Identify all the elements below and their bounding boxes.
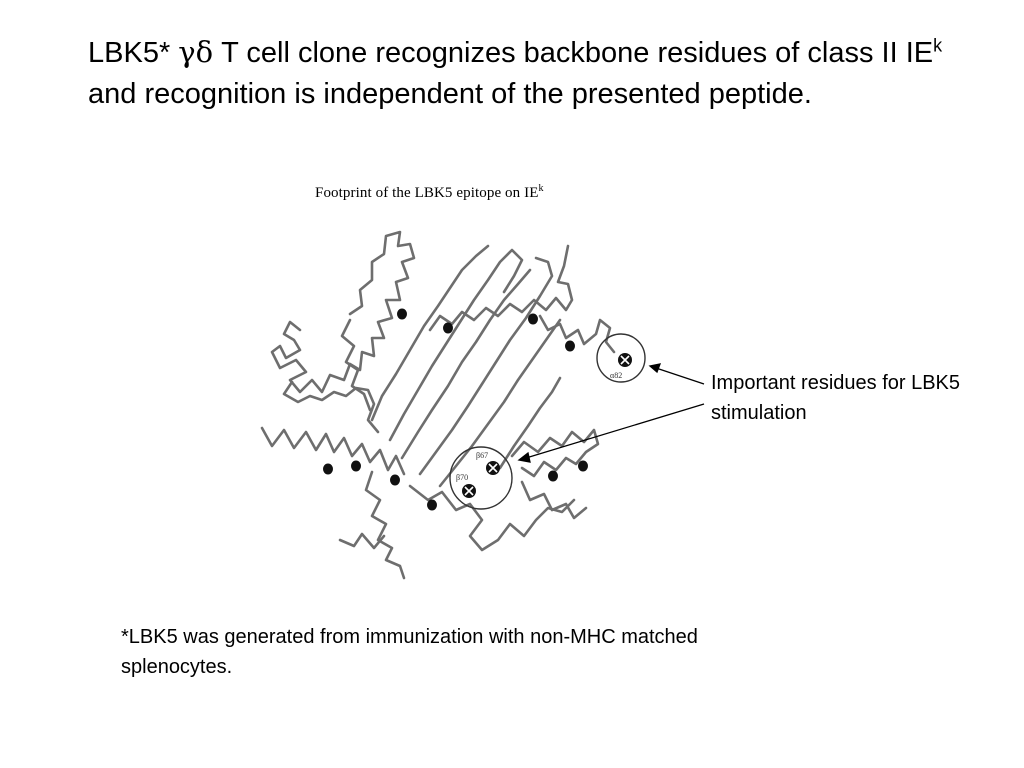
alpha82-label: α82 bbox=[610, 371, 622, 380]
residue-dot bbox=[548, 470, 558, 482]
callout-arrows bbox=[517, 363, 705, 463]
figure-caption-superscript: k bbox=[538, 183, 544, 194]
title-greek-gamma-delta: γδ bbox=[178, 35, 214, 69]
beta70-x-mark bbox=[464, 486, 474, 496]
backbone-bottom-right bbox=[520, 480, 588, 520]
residue-dots bbox=[323, 308, 588, 511]
footnote: *LBK5 was generated from immunization wi… bbox=[121, 626, 698, 678]
backbone-strand-2 bbox=[388, 248, 524, 442]
title-part-1: LBK5* bbox=[88, 37, 179, 69]
backbone-helix-right-end bbox=[538, 314, 616, 354]
backbone-helix-lower-left-2 bbox=[364, 470, 406, 580]
alpha82-x-mark bbox=[620, 355, 630, 365]
beta70-label: β70 bbox=[456, 473, 468, 482]
backbone-strand-3 bbox=[400, 268, 532, 460]
residue-dot bbox=[351, 460, 361, 472]
title-superscript: k bbox=[933, 35, 943, 56]
backbone-strand-5 bbox=[438, 318, 562, 488]
residue-dot bbox=[578, 460, 588, 472]
residue-dot bbox=[390, 474, 400, 486]
backbone-helix-right-top bbox=[428, 244, 574, 332]
beta67-x-mark bbox=[488, 463, 498, 473]
backbone-bottom-loop bbox=[338, 532, 386, 550]
slide-title: LBK5* γδ T cell clone recognizes backbon… bbox=[88, 32, 968, 115]
callout-important-residues: Important residues for LBK5 stimulation bbox=[711, 372, 961, 424]
beta67-label: β67 bbox=[476, 451, 488, 460]
backbone-strand-6 bbox=[498, 376, 562, 470]
arrow-to-alpha82 bbox=[655, 367, 705, 385]
backbone-helix-left-lower bbox=[282, 380, 380, 434]
residue-dot bbox=[427, 499, 437, 511]
backbone-helix-left-top bbox=[270, 230, 416, 394]
title-part-3: and recognition is independent of the pr… bbox=[88, 78, 812, 110]
residue-dot bbox=[397, 308, 407, 320]
backbone-helix-lower-left bbox=[260, 426, 406, 476]
arrow-head-beta bbox=[517, 451, 531, 463]
alpha82-highlight: α82 bbox=[596, 333, 646, 383]
arrow-head-alpha82 bbox=[648, 363, 662, 374]
figure-caption-text: Footprint of the LBK5 epitope on IE bbox=[315, 185, 539, 201]
residue-dot bbox=[528, 313, 538, 325]
alpha82-circle bbox=[596, 333, 646, 383]
arrow-to-beta bbox=[525, 403, 705, 459]
beta67-70-highlight: β67 β70 bbox=[449, 446, 513, 510]
figure-caption: Footprint of the LBK5 epitope on IEk bbox=[315, 183, 544, 202]
backbone-strand-4 bbox=[418, 256, 554, 476]
protein-backbone-trace bbox=[260, 230, 616, 580]
residue-dot bbox=[323, 463, 333, 475]
residue-dot bbox=[443, 322, 453, 334]
beta-circle bbox=[449, 446, 513, 510]
backbone-left-descend bbox=[340, 318, 372, 412]
backbone-bottom-chain bbox=[408, 484, 576, 552]
backbone-strand-1 bbox=[370, 244, 490, 422]
residue-dot bbox=[565, 340, 575, 352]
title-part-2: T cell clone recognizes backbone residue… bbox=[213, 37, 934, 69]
